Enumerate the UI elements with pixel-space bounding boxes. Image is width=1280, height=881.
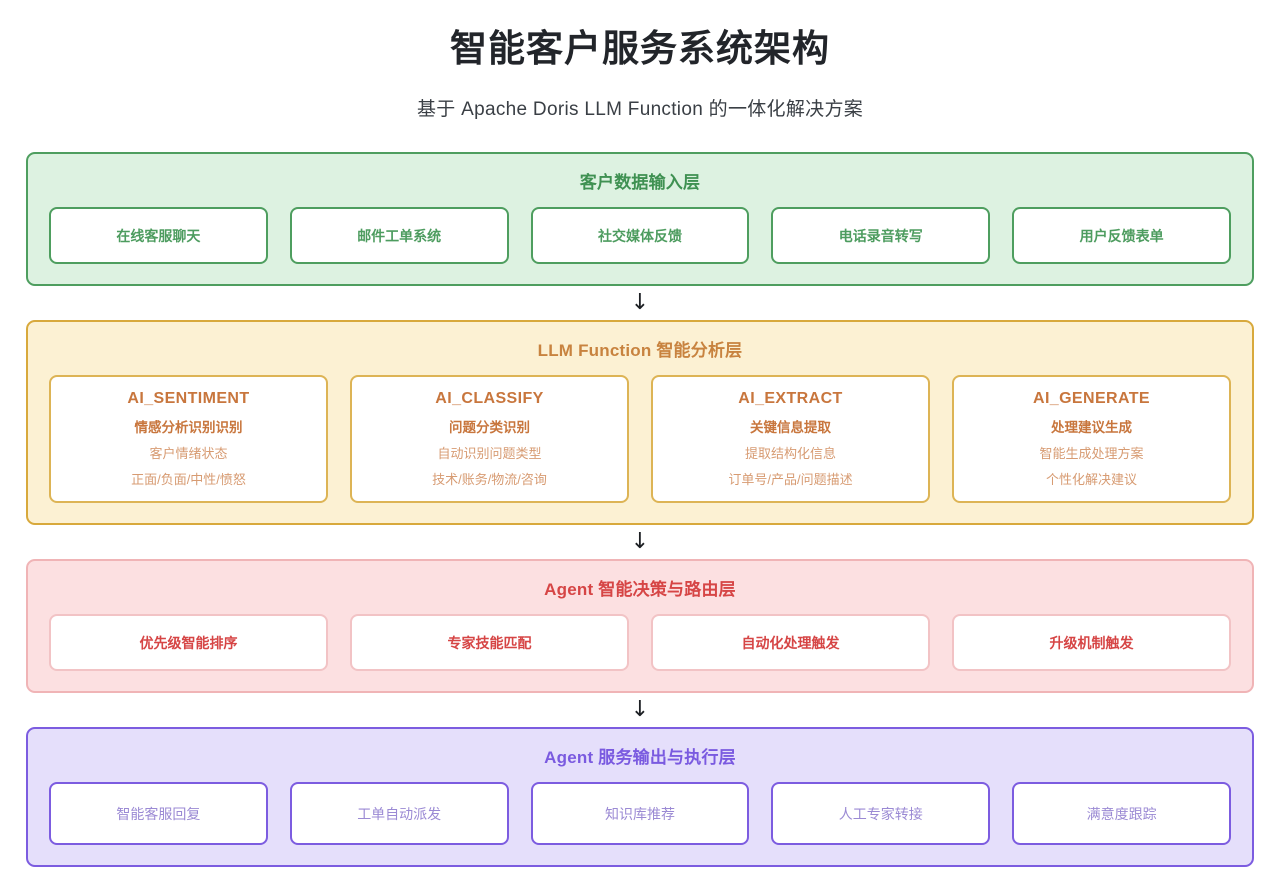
card-online-chat[interactable]: 在线客服聊天 <box>49 207 268 265</box>
connector-llm-to-agent-decision: ↓ <box>26 525 1254 559</box>
card-label: 电话录音转写 <box>838 227 923 244</box>
function-detail-1: 智能生成处理方案 <box>1039 446 1144 462</box>
card-row-llm-function: AI_SENTIMENT 情感分析识别识别 客户情绪状态 正面/负面/中性/愤怒… <box>49 375 1231 504</box>
function-subtitle: 情感分析识别识别 <box>134 420 243 436</box>
card-automation-trigger[interactable]: 自动化处理触发 <box>651 614 930 672</box>
card-expert-skill-match[interactable]: 专家技能匹配 <box>350 614 629 672</box>
card-label: 人工专家转接 <box>838 805 923 822</box>
layer-agent-output: Agent 服务输出与执行层 智能客服回复 工单自动派发 知识库推荐 人工专家转… <box>26 727 1254 868</box>
layer-title-agent-decision: Agent 智能决策与路由层 <box>544 580 736 600</box>
function-name: AI_EXTRACT <box>738 390 843 408</box>
card-label: 知识库推荐 <box>604 805 675 822</box>
card-ai-generate[interactable]: AI_GENERATE 处理建议生成 智能生成处理方案 个性化解决建议 <box>952 375 1231 504</box>
down-arrow-icon: ↓ <box>630 529 650 555</box>
card-call-transcription[interactable]: 电话录音转写 <box>771 207 991 265</box>
card-satisfaction-tracking[interactable]: 满意度跟踪 <box>1012 782 1231 846</box>
layer-title-llm-function: LLM Function 智能分析层 <box>537 341 743 361</box>
card-label: 智能客服回复 <box>116 805 201 822</box>
down-arrow-icon: ↓ <box>630 697 650 723</box>
card-smart-reply[interactable]: 智能客服回复 <box>49 782 268 846</box>
card-social-feedback[interactable]: 社交媒体反馈 <box>530 207 750 265</box>
card-escalation-trigger[interactable]: 升级机制触发 <box>952 614 1231 672</box>
card-label: 优先级智能排序 <box>139 634 238 651</box>
card-label: 在线客服聊天 <box>116 227 201 244</box>
card-label: 满意度跟踪 <box>1086 805 1157 822</box>
function-name: AI_CLASSIFY <box>435 390 544 408</box>
layer-title-input: 客户数据输入层 <box>579 173 701 193</box>
card-row-agent-output: 智能客服回复 工单自动派发 知识库推荐 人工专家转接 满意度跟踪 <box>49 782 1231 846</box>
function-subtitle: 处理建议生成 <box>1051 420 1132 436</box>
card-label: 用户反馈表单 <box>1079 227 1164 244</box>
function-detail-2: 技术/账务/物流/咨询 <box>432 472 547 488</box>
function-subtitle: 关键信息提取 <box>750 420 831 436</box>
card-label: 升级机制触发 <box>1049 634 1134 651</box>
card-ai-extract[interactable]: AI_EXTRACT 关键信息提取 提取结构化信息 订单号/产品/问题描述 <box>651 375 930 504</box>
layer-title-agent-output: Agent 服务输出与执行层 <box>544 748 736 768</box>
connector-input-to-llm: ↓ <box>26 286 1254 320</box>
card-priority-ranking[interactable]: 优先级智能排序 <box>49 614 328 672</box>
function-subtitle: 问题分类识别 <box>449 420 530 436</box>
card-user-feedback-form[interactable]: 用户反馈表单 <box>1012 207 1231 265</box>
function-detail-1: 提取结构化信息 <box>744 446 836 462</box>
card-label: 社交媒体反馈 <box>597 227 682 244</box>
function-detail-2: 个性化解决建议 <box>1045 472 1137 488</box>
card-ai-sentiment[interactable]: AI_SENTIMENT 情感分析识别识别 客户情绪状态 正面/负面/中性/愤怒 <box>49 375 328 504</box>
function-detail-1: 客户情绪状态 <box>149 446 228 462</box>
function-name: AI_GENERATE <box>1032 390 1150 408</box>
layer-agent-decision: Agent 智能决策与路由层 优先级智能排序 专家技能匹配 自动化处理触发 升级… <box>26 559 1254 694</box>
layer-input: 客户数据输入层 在线客服聊天 邮件工单系统 社交媒体反馈 电话录音转写 用户反馈… <box>26 152 1254 287</box>
connector-decision-to-output: ↓ <box>26 693 1254 727</box>
card-row-input: 在线客服聊天 邮件工单系统 社交媒体反馈 电话录音转写 用户反馈表单 <box>49 207 1231 265</box>
diagram-header: 智能客户服务系统架构 基于 Apache Doris LLM Function … <box>26 0 1254 121</box>
card-email-ticket[interactable]: 邮件工单系统 <box>289 207 509 265</box>
page-title: 智能客户服务系统架构 <box>450 28 830 69</box>
function-name: AI_SENTIMENT <box>127 390 250 408</box>
page-subtitle: 基于 Apache Doris LLM Function 的一体化解决方案 <box>416 99 864 121</box>
layer-stack: 客户数据输入层 在线客服聊天 邮件工单系统 社交媒体反馈 电话录音转写 用户反馈… <box>26 152 1254 868</box>
card-row-agent-decision: 优先级智能排序 专家技能匹配 自动化处理触发 升级机制触发 <box>49 614 1231 672</box>
card-ticket-dispatch[interactable]: 工单自动派发 <box>289 782 509 846</box>
card-human-expert-transfer[interactable]: 人工专家转接 <box>771 782 991 846</box>
down-arrow-icon: ↓ <box>630 290 650 316</box>
card-label: 自动化处理触发 <box>741 634 840 651</box>
card-knowledge-base-recommend[interactable]: 知识库推荐 <box>530 782 750 846</box>
card-label: 工单自动派发 <box>357 805 442 822</box>
card-label: 专家技能匹配 <box>447 634 532 651</box>
function-detail-2: 订单号/产品/问题描述 <box>728 472 853 488</box>
card-label: 邮件工单系统 <box>357 227 442 244</box>
layer-llm-function: LLM Function 智能分析层 AI_SENTIMENT 情感分析识别识别… <box>26 320 1254 526</box>
card-ai-classify[interactable]: AI_CLASSIFY 问题分类识别 自动识别问题类型 技术/账务/物流/咨询 <box>350 375 629 504</box>
function-detail-2: 正面/负面/中性/愤怒 <box>131 472 246 488</box>
function-detail-1: 自动识别问题类型 <box>437 446 542 462</box>
